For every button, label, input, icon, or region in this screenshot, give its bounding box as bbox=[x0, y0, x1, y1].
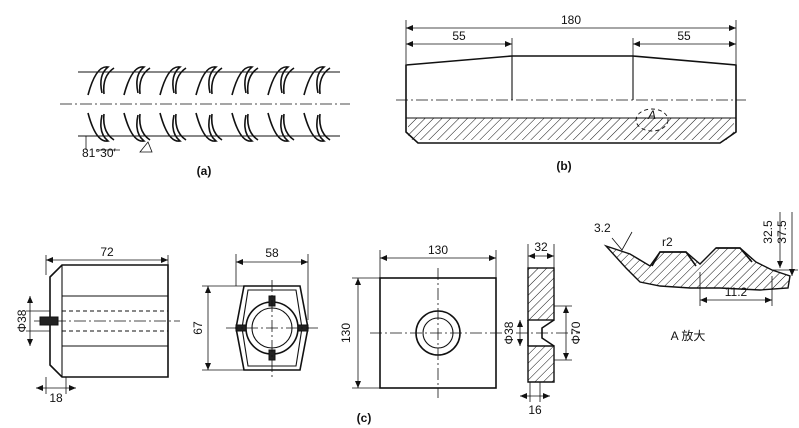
height-2-dim: 37.5 bbox=[775, 220, 789, 244]
counterbore-diameter-dim: Φ70 bbox=[569, 321, 583, 344]
angle-label: 81°30′ bbox=[82, 146, 116, 160]
plate-section-view: 32 Φ38 Φ70 16 bbox=[502, 240, 583, 417]
detail-a-title: A 放大 bbox=[671, 328, 706, 343]
left-taper-dim: 55 bbox=[452, 29, 466, 43]
radius-label: r2 bbox=[662, 235, 673, 249]
bore-diameter-dim: Φ38 bbox=[502, 321, 516, 344]
thread-ribs-bottom bbox=[87, 112, 331, 142]
overall-length-dim: 180 bbox=[561, 13, 581, 27]
nut-side-view: 72 Φ38 18 bbox=[15, 245, 180, 405]
nut-end-view: 58 67 bbox=[191, 246, 318, 380]
figure-a-threaded-bar: 81°30′ (a) bbox=[60, 66, 350, 178]
figure-c-caption: (c) bbox=[357, 411, 372, 425]
figure-b-sleeve: A 180 55 55 (b) bbox=[396, 13, 746, 173]
figure-b-caption: (b) bbox=[556, 159, 571, 173]
detail-width-dim: 11.2 bbox=[725, 285, 748, 299]
roughness-label: 3.2 bbox=[594, 221, 611, 235]
nut-flats-dim: 58 bbox=[265, 246, 279, 260]
right-taper-dim: 55 bbox=[677, 29, 691, 43]
figure-a-caption: (a) bbox=[197, 164, 212, 178]
thread-ribs-top bbox=[87, 66, 331, 96]
plate-front-view: 130 130 (c) bbox=[339, 243, 506, 425]
nut-corners-dim: 67 bbox=[191, 321, 205, 335]
nut-diameter-dim: Φ38 bbox=[15, 309, 29, 332]
nut-length-dim: 72 bbox=[100, 245, 114, 259]
plate-height-dim: 130 bbox=[339, 323, 353, 343]
plate-thickness-dim: 32 bbox=[534, 240, 548, 254]
detail-a-enlarged: 3.2 r2 32.5 37.5 11.2 A 放大 bbox=[594, 212, 798, 343]
counterbore-depth-dim: 16 bbox=[528, 403, 542, 417]
plate-width-dim: 130 bbox=[428, 243, 448, 257]
height-1-dim: 32.5 bbox=[761, 220, 775, 244]
thread-end-dim: 18 bbox=[49, 391, 63, 405]
detail-marker: A bbox=[647, 108, 656, 122]
